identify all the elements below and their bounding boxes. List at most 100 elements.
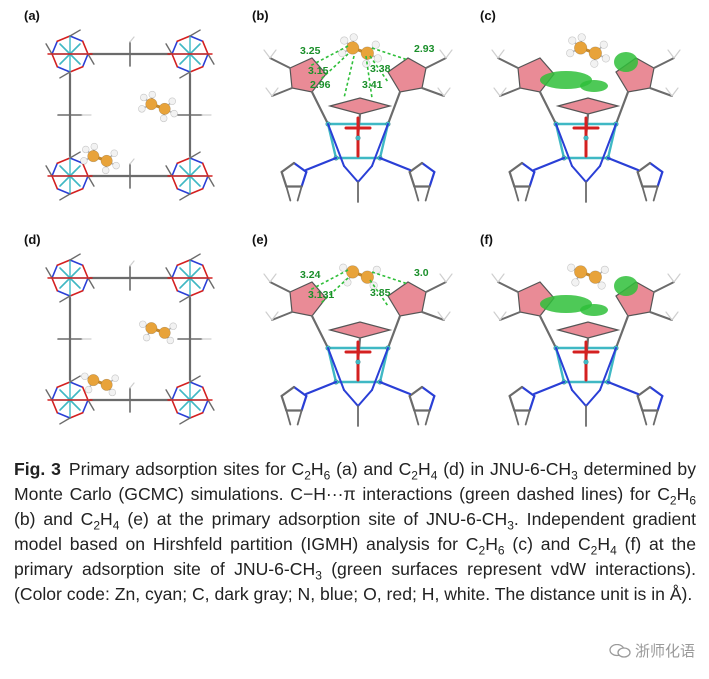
guest-hydrogen-atom <box>170 109 178 118</box>
bond <box>280 394 288 412</box>
guest-carbon-atom <box>346 41 360 55</box>
bond <box>81 162 89 177</box>
vdw-isosurface <box>540 295 592 313</box>
bond <box>310 314 330 350</box>
bond <box>45 43 53 55</box>
bond <box>269 273 277 283</box>
ch-pi-interaction-line <box>365 55 373 99</box>
bond <box>81 277 89 292</box>
caption-subscript: 6 <box>323 468 331 483</box>
caption-segment: H <box>310 459 324 479</box>
aromatic-ring <box>327 321 393 339</box>
bond <box>56 259 71 267</box>
bond <box>671 311 679 321</box>
bond <box>176 157 191 165</box>
caption-segment: (f) at the primary adsorption site of JN… <box>14 534 696 579</box>
bond <box>269 57 291 69</box>
distance-label: 2.96 <box>310 79 331 91</box>
caption-subscript: 2 <box>411 468 418 483</box>
bond <box>343 165 359 183</box>
bond <box>665 311 673 321</box>
bond <box>420 161 436 174</box>
bond <box>508 170 516 188</box>
bond <box>648 161 664 174</box>
caption-subscript: 2 <box>590 543 598 558</box>
guest-carbon-atom <box>158 102 171 115</box>
bond <box>513 409 520 426</box>
bond <box>371 347 389 391</box>
panel-label-f: (f) <box>480 232 493 247</box>
distance-label: 3.85 <box>370 287 391 299</box>
bond <box>508 385 524 398</box>
bond <box>413 409 420 426</box>
bond <box>413 185 420 202</box>
bond <box>69 35 84 43</box>
guest-hydrogen-atom <box>148 90 157 99</box>
bond <box>59 193 71 201</box>
bond <box>421 87 445 97</box>
bond <box>343 389 359 407</box>
bond <box>171 386 179 401</box>
bond <box>641 409 648 426</box>
bond <box>56 289 71 297</box>
aromatic-ring <box>289 57 327 93</box>
guest-hydrogen-atom <box>138 105 146 113</box>
bond <box>189 259 204 267</box>
guest-hydrogen-atom <box>340 36 349 45</box>
vdw-isosurface <box>614 276 638 296</box>
guest-hydrogen-atom <box>600 265 609 274</box>
aromatic-ring <box>387 281 427 317</box>
bond <box>497 57 519 69</box>
caption-segment: (e) at the primary adsorption site of JN… <box>119 509 508 529</box>
bond <box>649 311 673 321</box>
bond <box>263 49 271 59</box>
aromatic-ring <box>289 281 327 317</box>
guest-carbon-atom <box>100 378 113 391</box>
guest-carbon-atom <box>100 154 113 167</box>
bond <box>408 394 416 412</box>
bond <box>189 151 201 159</box>
bond <box>443 311 451 321</box>
bond <box>176 381 191 389</box>
ch-pi-interaction-line <box>319 53 349 81</box>
bond <box>69 381 84 389</box>
bond <box>428 394 436 412</box>
bond <box>81 264 89 279</box>
bond <box>171 162 179 177</box>
bond <box>129 158 135 165</box>
bond <box>271 311 293 321</box>
bond <box>56 35 71 43</box>
distance-label: 3.38 <box>370 63 391 75</box>
bond <box>56 411 71 419</box>
bond <box>408 161 424 174</box>
bond <box>201 53 209 68</box>
bond <box>371 123 389 167</box>
guest-hydrogen-atom <box>82 145 90 154</box>
bond <box>56 65 71 73</box>
bond <box>614 90 630 126</box>
panel-label-d: (d) <box>24 232 41 247</box>
caption-subscript: 6 <box>497 543 505 558</box>
caption-segment: . Independent gradient model based on Hi… <box>14 509 696 554</box>
bond <box>606 380 640 396</box>
bond <box>201 175 209 190</box>
bond <box>599 123 617 167</box>
bond <box>189 411 204 419</box>
bond <box>439 49 447 59</box>
bond <box>269 49 277 59</box>
bond <box>499 87 507 97</box>
bond <box>69 289 84 297</box>
bond <box>285 409 292 426</box>
guest-hydrogen-atom <box>597 281 606 290</box>
guest-hydrogen-atom <box>599 40 608 49</box>
bond <box>56 157 71 165</box>
distance-label: 3.25 <box>300 45 321 57</box>
bond <box>497 273 505 283</box>
bond <box>189 157 204 165</box>
bond <box>571 165 587 183</box>
bond <box>665 87 673 97</box>
guest-hydrogen-atom <box>349 33 358 42</box>
bond <box>129 260 135 267</box>
